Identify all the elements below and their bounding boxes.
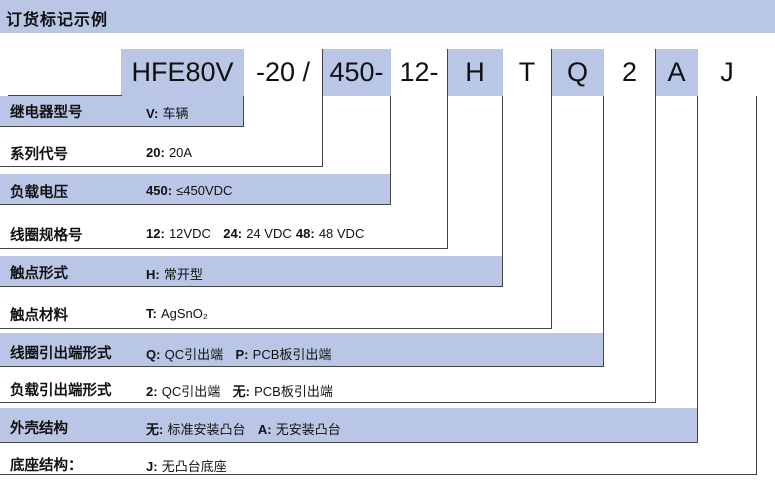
option-text: ≤450VDC (176, 183, 233, 198)
option-code: 24: (223, 226, 243, 241)
option-text: 车辆 (162, 106, 189, 121)
row-label-contact-form: 触点形式 (10, 266, 68, 282)
option-text: 无凸台底座 (161, 459, 227, 474)
row-band-3 (0, 174, 391, 204)
row-band-5 (0, 256, 503, 286)
stair-line-v2 (322, 49, 323, 166)
option-text: 48 VDC (318, 226, 365, 241)
option-text: QC引出端 (164, 347, 224, 362)
stair-line-v1 (243, 96, 244, 126)
option-text: QC引出端 (161, 384, 221, 399)
option-text: 标准安装凸台 (167, 422, 246, 437)
code-load-terminal: 2 (621, 57, 638, 87)
code-series: -20 / (255, 57, 311, 87)
stair-line-h4 (0, 248, 448, 249)
code-block-voltage-bg (322, 49, 391, 96)
option-code: H: (146, 267, 160, 282)
option-text: 常开型 (163, 267, 203, 282)
option-text: 24 VDC (246, 226, 292, 241)
row-label-load-voltage: 负载电压 (10, 185, 68, 201)
option-code: 450: (146, 183, 173, 198)
option-text: PCB板引出端 (252, 347, 332, 362)
row-band-7 (0, 333, 604, 366)
row-label-series-code: 系列代号 (10, 147, 68, 163)
stair-line-h9 (0, 442, 698, 443)
header-bar: 订货标记示例 (0, 0, 775, 33)
option-code: 48: (295, 226, 315, 241)
row-desc-contact-material: T: AgSnO₂ (146, 306, 208, 322)
row-band-1 (0, 96, 244, 126)
option-code: 无: (146, 422, 164, 437)
option-text: 20A (168, 145, 193, 160)
option-code: J: (146, 459, 158, 474)
option-text: 无安装凸台 (275, 422, 341, 437)
stair-line-h7 (0, 366, 604, 367)
stair-line-v10 (756, 96, 757, 474)
option-code: 12: (146, 226, 165, 241)
stair-line-h3 (0, 204, 391, 205)
stair-line-v8 (655, 49, 656, 402)
code-block-h-bg (447, 49, 503, 96)
row-desc-coil-spec: 12: 12VDC 24: 24 VDC 48: 48 VDC (146, 226, 364, 242)
row-label-base: 底座结构： (10, 458, 83, 474)
row-band-9 (0, 408, 698, 442)
option-code: 无: (232, 384, 250, 399)
row-desc-relay-model: V: 车辆 (146, 103, 188, 122)
stair-line-h6 (0, 328, 552, 329)
option-code: P: (235, 347, 249, 362)
stair-line-v7 (603, 96, 604, 366)
stair-line-v4 (447, 49, 448, 248)
stair-line-top (8, 95, 122, 96)
stair-line-v3 (390, 96, 391, 204)
row-desc-base: J: 无凸台底座 (146, 456, 227, 475)
code-block-q-bg (551, 49, 604, 96)
option-code: 2: (146, 384, 158, 399)
code-coil-terminal: Q (566, 57, 588, 87)
row-label-coil-spec: 线圈规格号 (10, 228, 83, 244)
stair-line-h8 (0, 402, 656, 403)
stair-line-bottom (0, 474, 757, 475)
stair-line-h5 (0, 286, 503, 287)
code-contact-material: T (518, 57, 536, 87)
row-label-relay-model: 继电器型号 (10, 105, 83, 121)
code-housing: A (667, 57, 686, 87)
code-coil-spec: 12- (399, 57, 439, 87)
option-text: 12VDC (168, 226, 211, 241)
option-code: T: (146, 306, 157, 321)
code-model: HFE80V (131, 57, 234, 87)
option-code: A: (257, 422, 272, 437)
code-contact-form: H (465, 57, 485, 87)
row-desc-housing: 无: 标准安装凸台 A: 无安装凸台 (146, 419, 341, 438)
row-label-housing: 外壳结构 (10, 421, 68, 437)
stair-line-h2 (0, 166, 323, 167)
stair-line-v9 (697, 96, 698, 442)
option-text: AgSnO₂ (160, 306, 208, 321)
stair-line-v5 (502, 96, 503, 286)
row-desc-load-voltage: 450: ≤450VDC (146, 183, 232, 199)
code-base: J (720, 57, 734, 87)
option-code: V: (146, 106, 159, 121)
code-load-voltage: 450- (329, 57, 384, 87)
stair-line-h1 (0, 126, 244, 127)
option-code: 20: (146, 145, 165, 160)
row-label-contact-material: 触点材料 (10, 308, 68, 324)
row-label-coil-terminal: 线圈引出端形式 (10, 346, 112, 362)
stair-line-v6 (551, 49, 552, 328)
row-desc-series-code: 20: 20A (146, 145, 192, 161)
row-desc-coil-terminal: Q: QC引出端 P: PCB板引出端 (146, 344, 331, 363)
code-block-model-bg (121, 49, 244, 96)
code-block-a-bg (655, 49, 698, 96)
option-text: PCB板引出端 (254, 384, 333, 399)
row-desc-load-terminal: 2: QC引出端 无: PCB板引出端 (146, 381, 333, 400)
option-code: Q: (146, 347, 161, 362)
row-label-load-terminal: 负载引出端形式 (10, 383, 112, 399)
row-desc-contact-form: H: 常开型 (146, 264, 203, 283)
page-title: 订货标记示例 (6, 10, 109, 29)
